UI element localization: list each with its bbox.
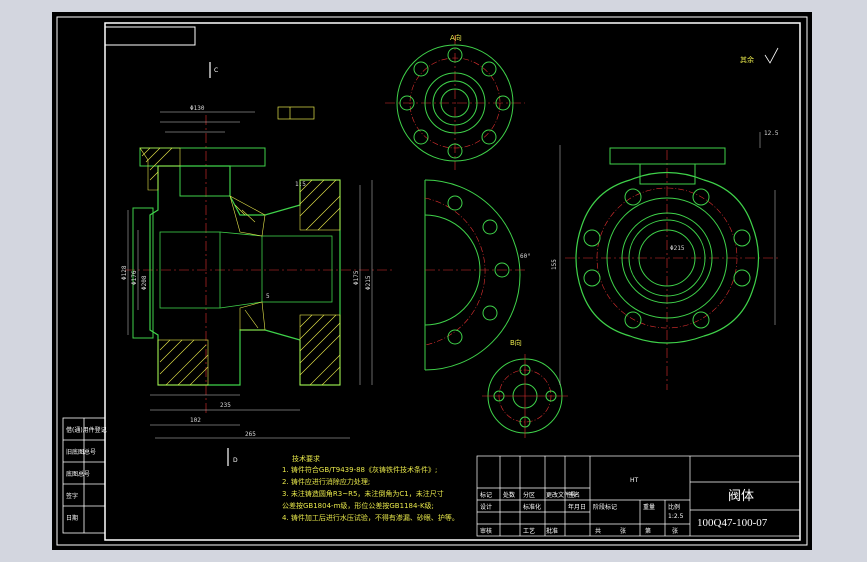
scale-text: 1:2.5 (668, 513, 684, 520)
dim-angle: 60° (520, 253, 531, 260)
section-view: Φ130 Φ128 Φ176 Φ208 Φ175 Φ215 102 235 26… (121, 62, 395, 466)
tb-label-14: 比例 (668, 503, 680, 511)
outer-frame (56, 16, 808, 546)
tb-label-10: 工艺 (523, 527, 535, 535)
tb-label-6: 年月日 (568, 503, 586, 511)
dim-right-view-phi: Φ215 (670, 245, 685, 252)
view-a-label: A向 (450, 33, 462, 42)
dim-right-phi-1: Φ175 (353, 270, 360, 285)
sheet-background (52, 12, 812, 550)
tb-label-13: 重量 (643, 503, 655, 511)
dim-left-phi-2: Φ176 (131, 270, 138, 285)
tb-label-18: 张 (672, 527, 678, 535)
dim-bottom-1: 102 (190, 417, 201, 424)
tech-req-line-1: 1. 铸件符合GB/T9439-88《灰铸铁件技术条件》; (282, 465, 437, 474)
dim-right-phi-2: Φ215 (365, 275, 372, 290)
tb-label-4: 更改文件号 (546, 491, 576, 499)
roughness-value: 12.5 (764, 130, 779, 137)
view-b: B向 (482, 338, 568, 438)
view-partial (424, 179, 525, 371)
left-strip-text-1: 借(通)用件登记 (66, 426, 107, 434)
dim-bottom-2: 235 (220, 402, 231, 409)
left-strip-text-2: 旧底图总号 (66, 448, 96, 456)
left-strip-text-4: 签字 (66, 492, 78, 500)
tb-label-2: 处数 (503, 491, 515, 499)
tb-label-16: 张 (620, 527, 626, 535)
tb-label-1: 标记 (480, 491, 492, 499)
top-left-box (104, 26, 196, 46)
title-block (476, 455, 801, 537)
dim-left-phi-3: Φ208 (141, 275, 148, 290)
tech-req-line-4: 公差按GB1804-m级，形位公差按GB1184-K级; (282, 501, 434, 510)
left-strip-text-3: 底图总号 (66, 470, 90, 478)
view-a: A向 (385, 33, 525, 170)
tb-label-7: 设计 (480, 503, 492, 511)
dim-top-phi: Φ130 (190, 105, 205, 112)
dim-left-phi-1: Φ128 (121, 265, 128, 280)
dim-bottom-3: 265 (245, 431, 256, 438)
tb-label-11: 批准 (546, 527, 558, 535)
tech-req-title: 技术要求 (292, 454, 320, 463)
inner-frame (104, 22, 801, 541)
tech-req-line-3: 3. 未注铸造圆角R3~R5，未注倒角为C1，未注尺寸 (282, 489, 444, 498)
tb-label-15: 共 (595, 527, 601, 535)
section-d-label: D (233, 457, 238, 464)
dim-slope: 1:5 (295, 181, 306, 188)
tb-label-9: 审核 (480, 527, 492, 535)
right-view: 155 Φ215 60° (520, 132, 780, 390)
tb-label-3: 分区 (523, 491, 535, 499)
view-b-label: B向 (510, 338, 522, 347)
tech-req-line-2: 2. 铸件应进行消除应力处理; (282, 477, 370, 486)
tb-label-8: 标准化 (523, 503, 541, 511)
tb-label-5: 签名 (568, 491, 580, 499)
tb-label-12: 阶段标记 (593, 503, 617, 511)
drawing-no: 100Q47-100-07 (697, 517, 768, 529)
tb-label-17: 第 (645, 527, 651, 535)
tech-req-line-5: 4. 铸件加工后进行水压试验，不得有渗漏、砂眼、护等。 (282, 513, 459, 522)
surface-mark: 其余 (740, 55, 754, 64)
dim-height-mid: 5 (266, 293, 270, 300)
material-text: HT (630, 477, 639, 484)
part-name: 阀体 (728, 489, 754, 504)
left-strip-text-5: 日期 (66, 514, 78, 522)
section-c-label: C (214, 67, 218, 74)
dim-right-view-h: 155 (551, 259, 558, 270)
left-strip (62, 417, 106, 534)
